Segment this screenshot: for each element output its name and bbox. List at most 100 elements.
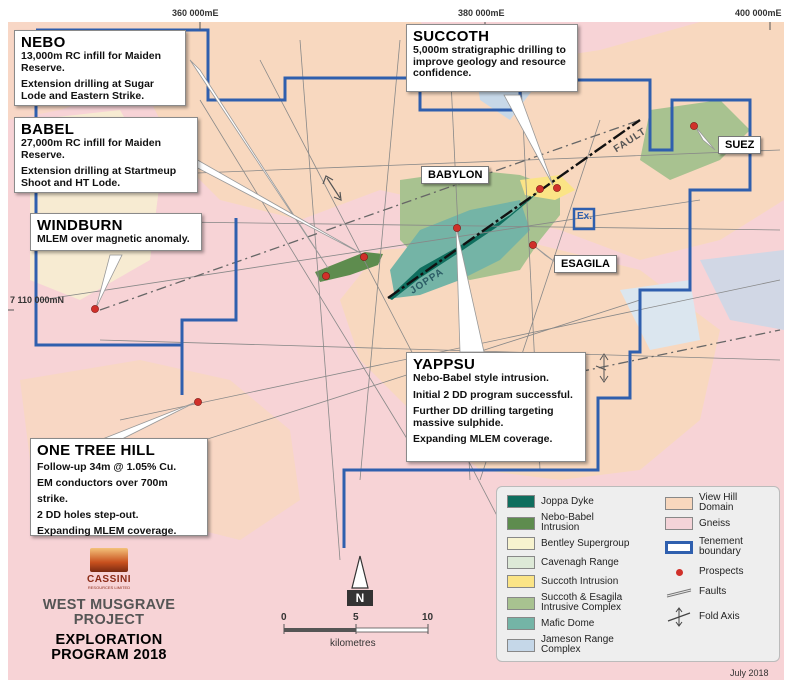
callout-yappsu: YAPPSU Nebo-Babel style intrusion. Initi… — [406, 352, 586, 462]
windburn-pointer — [95, 254, 123, 309]
legend-label: Fold Axis — [699, 611, 740, 622]
tenement-ex-box — [572, 207, 596, 231]
callout-one-tree-hill-title: ONE TREE HILL — [37, 442, 156, 459]
callout-nebo: NEBO 13,000m RC infill for Maiden Reserv… — [14, 30, 186, 106]
callout-nebo-line: Lode and Eastern Strike. — [21, 89, 145, 102]
callout-nebo-title: NEBO — [21, 34, 66, 51]
coord-400-e: 400 000mE — [735, 8, 782, 18]
suez-pointer — [694, 125, 716, 151]
tenement-boundary-main — [36, 28, 752, 548]
legend-swatch — [665, 540, 693, 554]
legend-mafic-dome: Mafic Dome — [507, 617, 594, 630]
callout-yappsu-line: Expanding MLEM coverage. — [413, 433, 553, 445]
callout-yappsu-line: Further DD drilling targeting — [413, 405, 554, 417]
prospect-nebo — [322, 272, 330, 280]
legend-label: Mafic Dome — [541, 617, 595, 629]
tenement-boundary-inner — [180, 218, 238, 345]
callout-yappsu-line: Initial 2 DD program successful. — [413, 388, 573, 401]
legend-jameson: Jameson Range Complex — [507, 635, 614, 655]
callout-babel-line: Extension drilling at Startmeup — [21, 165, 177, 177]
legend-swatch — [507, 638, 535, 652]
callout-yappsu-line: Nebo-Babel style intrusion. — [413, 372, 549, 384]
faults-icon — [666, 588, 692, 598]
label-esagila: ESAGILA — [554, 255, 617, 273]
coord-380-e: 380 000mE — [458, 8, 505, 18]
legend-swatch — [665, 517, 693, 530]
legend-joppa-dyke: Joppa Dyke — [507, 495, 594, 508]
legend-succoth-intrusion: Succoth Intrusion — [507, 575, 618, 588]
succoth-pointer — [503, 94, 554, 186]
suez-complex — [640, 100, 750, 180]
callout-succoth: SUCCOTH 5,000m stratigraphic drilling to… — [406, 24, 578, 92]
callout-succoth-line: confidence. — [413, 67, 472, 79]
prospects — [91, 122, 698, 406]
callout-one-tree-hill-line: 2 DD holes step-out. — [37, 509, 139, 521]
legend-label: Jameson Range Complex — [541, 634, 614, 655]
prospect-one-tree-hill — [194, 398, 202, 406]
program-title-line-2: PROGRAM 2018 — [51, 647, 167, 663]
callout-one-tree-hill-line: Expanding MLEM coverage. — [37, 525, 177, 537]
callout-babel-title: BABEL — [21, 121, 75, 138]
legend-swatch — [507, 516, 535, 530]
north-arrow-icon — [347, 555, 373, 606]
label-babylon: BABYLON — [421, 166, 490, 184]
program-title-line-1: EXPLORATION — [55, 632, 163, 648]
scale-tick-5: 5 — [353, 612, 359, 623]
legend-prospects: Prospects — [665, 567, 743, 577]
callout-babel-line: Shoot and HT Lode. — [21, 176, 121, 189]
company-sub: RESOURCES LIMITED — [87, 585, 131, 590]
callout-yappsu-line: massive sulphide. — [413, 416, 504, 429]
legend-label: Joppa Dyke — [541, 495, 594, 507]
legend-view-hill: View Hill Domain — [665, 493, 737, 513]
project-title-line-2: PROJECT — [73, 612, 145, 628]
legend: Joppa Dyke Nebo-Babel Intrusion Bentley … — [496, 486, 780, 662]
legend-swatch — [507, 617, 535, 630]
legend-cavenagh: Cavenagh Range — [507, 556, 619, 569]
callout-succoth-line: improve geology and resource — [413, 55, 566, 68]
coord-7110-n: 7 110 000mN — [10, 295, 65, 305]
legend-bentley: Bentley Supergroup — [507, 537, 629, 550]
legend-label: Nebo-Babel Intrusion — [541, 512, 594, 533]
north-label: N — [355, 591, 365, 605]
legend-label: Succoth Intrusion — [541, 575, 619, 587]
legend-swatch — [507, 537, 535, 550]
prospect-yappsu — [453, 224, 461, 232]
label-suez: SUEZ — [718, 136, 762, 154]
legend-succoth-esagila: Succoth & Esagila Intrusive Complex — [507, 593, 622, 613]
coord-360-e: 360 000mE — [172, 8, 219, 18]
legend-label: Faults — [699, 586, 727, 597]
company-name: CASSINI — [86, 574, 132, 585]
prospect-suez — [690, 122, 698, 130]
prospect-babel — [360, 253, 368, 261]
callout-one-tree-hill: ONE TREE HILL Follow-up 34m @ 1.05% Cu. … — [30, 438, 208, 537]
company-logo-icon — [90, 548, 128, 572]
callout-nebo-line: Extension drilling at Sugar — [21, 78, 155, 90]
joppa-fault — [387, 119, 641, 299]
prospect-windburn — [91, 305, 99, 313]
jameson-range-east — [700, 250, 784, 330]
prospect-icon — [665, 568, 693, 576]
label-ex: Ex. — [577, 211, 593, 222]
legend-swatch — [665, 496, 693, 510]
direction-arrow-icon — [322, 175, 342, 201]
legend-nebo-babel: Nebo-Babel Intrusion — [507, 513, 594, 533]
legend-tenement: Tenement boundary — [665, 537, 743, 557]
scale-bar — [283, 624, 429, 634]
callout-babel-line: Reserve. — [21, 148, 65, 161]
callout-babel: BABEL 27,000m RC infill for Maiden Reser… — [14, 117, 198, 193]
legend-faults: Faults — [665, 586, 726, 598]
legend-swatch — [507, 596, 535, 610]
callout-babel-line: 27,000m RC infill for Maiden — [21, 137, 162, 149]
callout-nebo-line: Reserve. — [21, 61, 65, 74]
scale-tick-10: 10 — [422, 612, 434, 623]
esagila-pointer — [532, 244, 556, 263]
project-title-line-1: WEST MUSGRAVE — [42, 597, 176, 613]
prospect-esagila — [529, 241, 537, 249]
fold-axis — [595, 353, 609, 383]
fold-axis-icon — [667, 607, 691, 627]
title-block: CASSINI RESOURCES LIMITED WEST MUSGRAVE … — [14, 548, 204, 663]
major-fault-1 — [99, 119, 641, 311]
legend-label: Cavenagh Range — [541, 556, 619, 568]
callout-one-tree-hill-line: Follow-up 34m @ 1.05% Cu. — [37, 461, 177, 473]
